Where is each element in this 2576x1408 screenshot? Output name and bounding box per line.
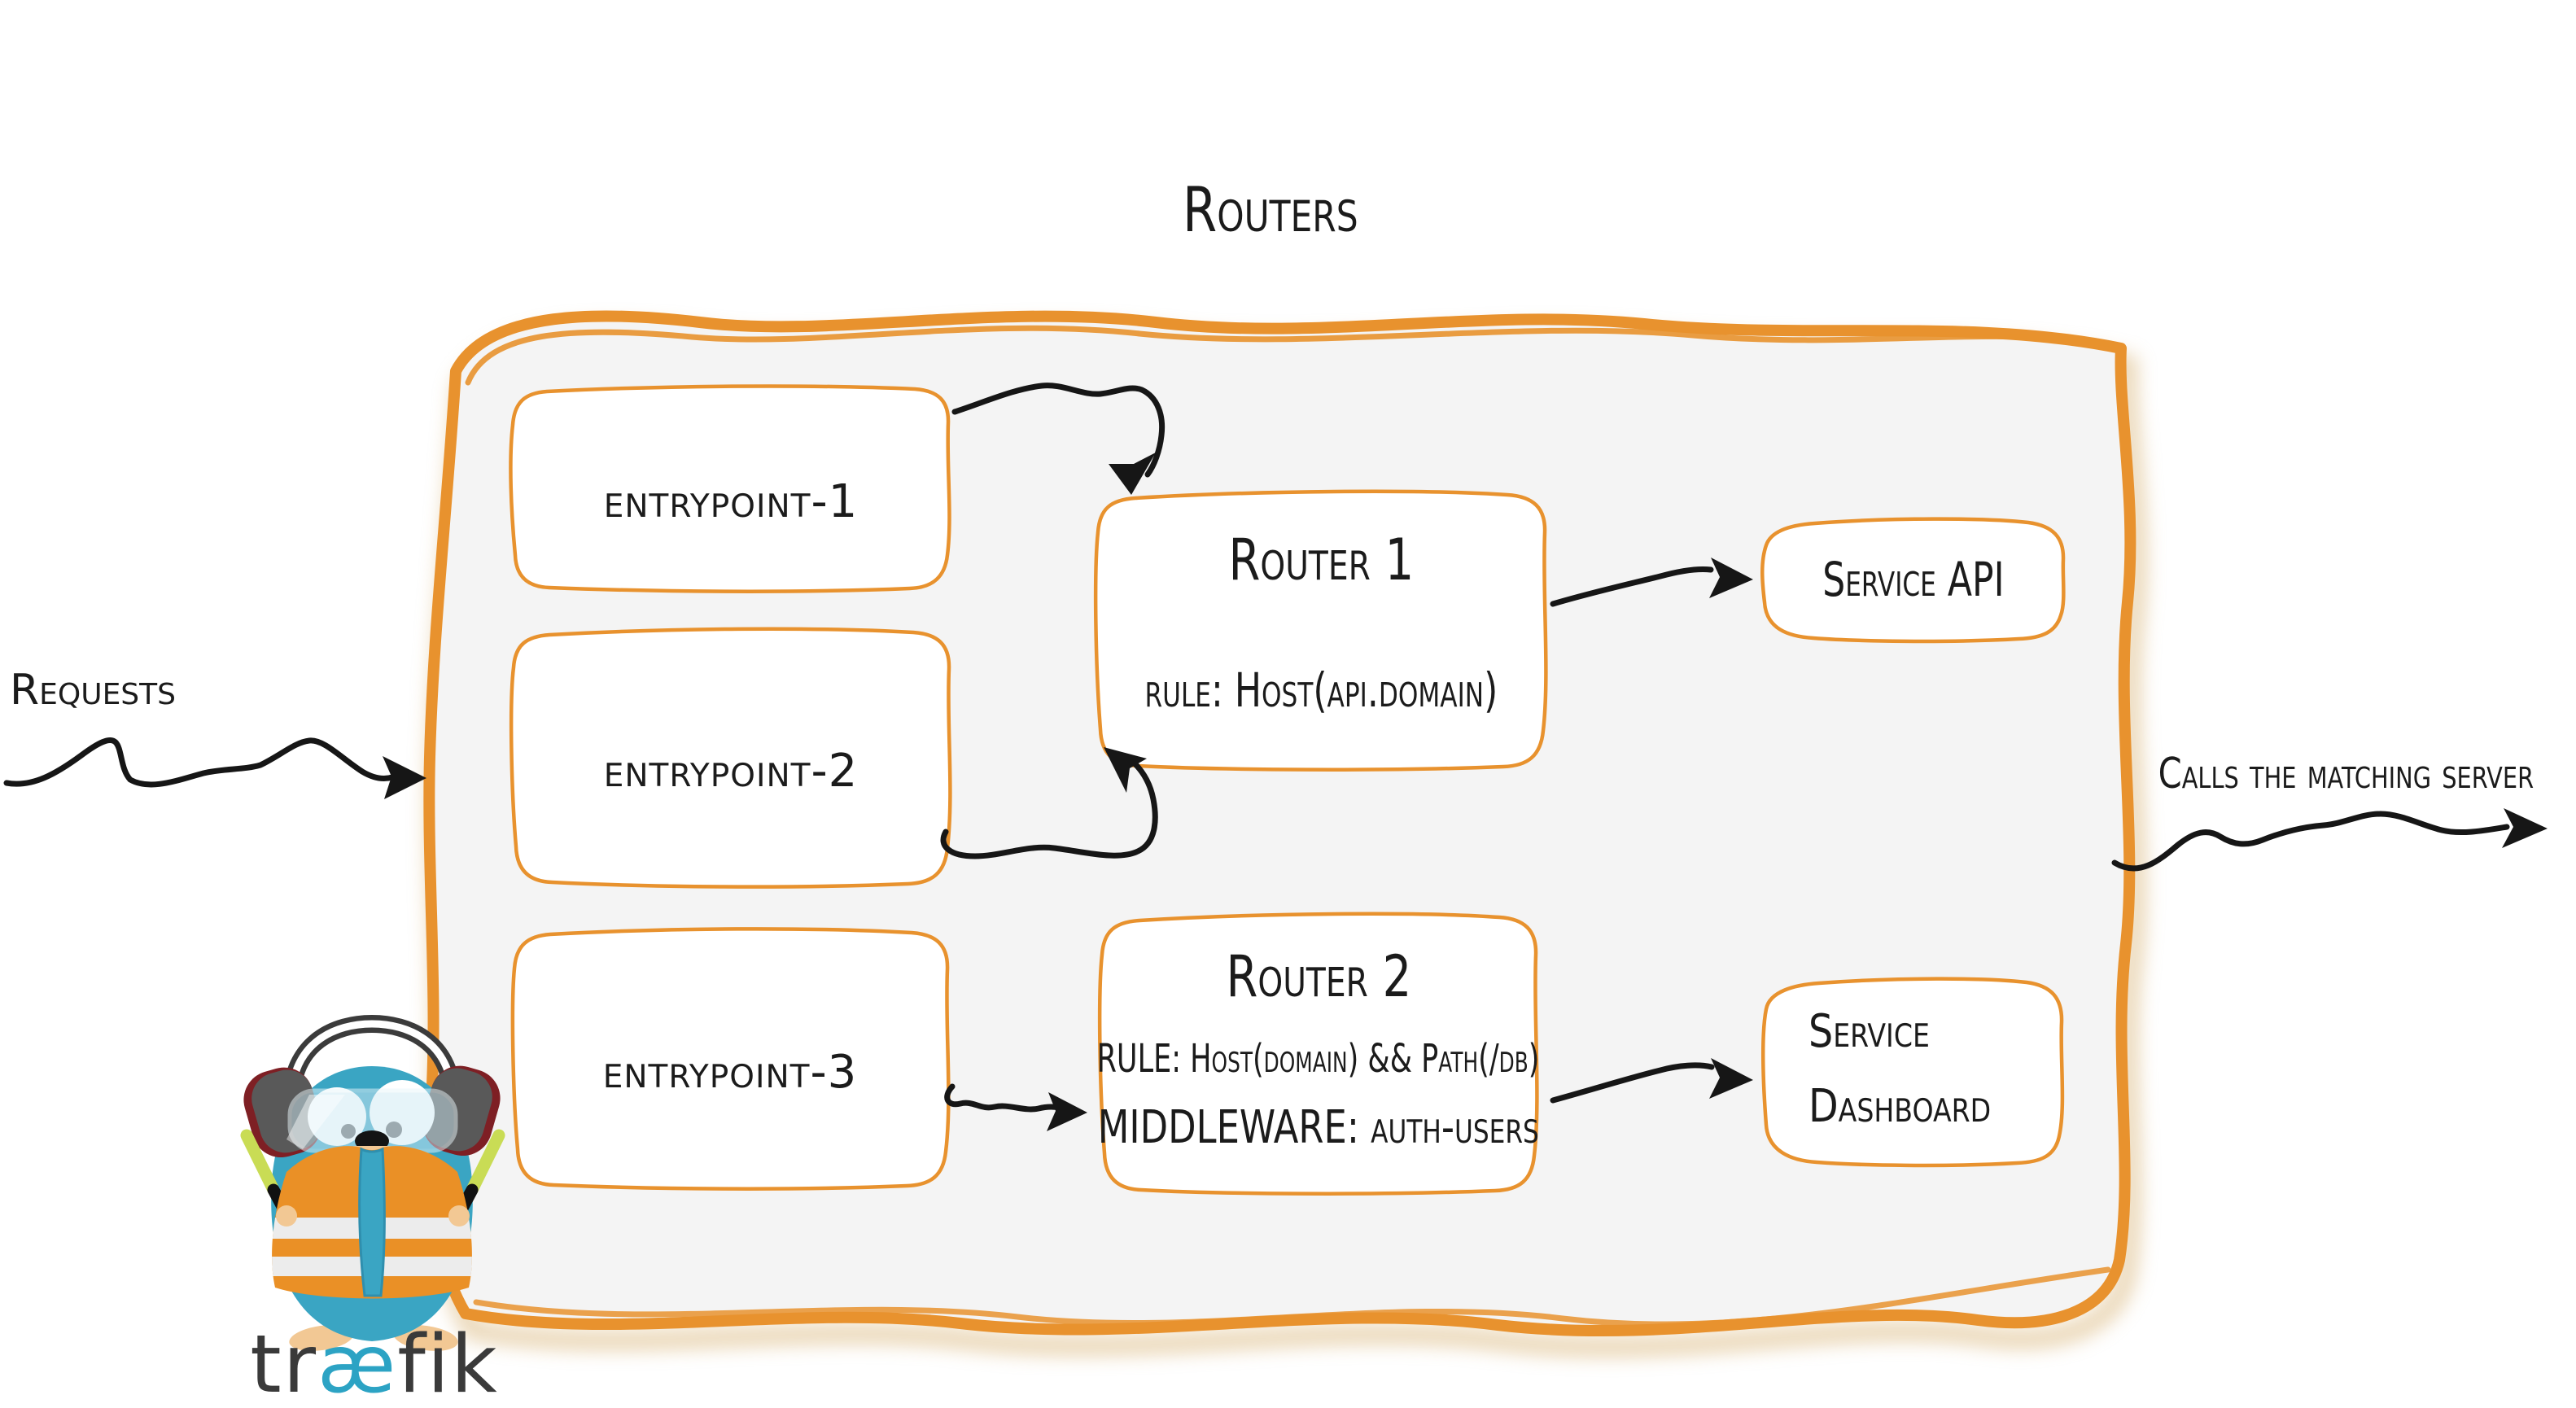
wordmark-fik: fik (397, 1318, 499, 1408)
wordmark-ae: æ (317, 1318, 398, 1408)
service-api-box (1760, 517, 2066, 644)
wordmark-tr: tr (250, 1318, 317, 1408)
service-boxes (1760, 517, 2066, 1168)
service-dashboard-label: Service Dashboard (1808, 1009, 1991, 1130)
entrypoint-1-box (509, 384, 951, 593)
router-2-rule: RULE: Host(domain) && Path(/db) (1097, 1036, 1540, 1082)
arrowhead-ep3 (1047, 1092, 1087, 1131)
gopher-hand-right (448, 1205, 470, 1227)
entrypoint-2-label: entrypoint-2 (603, 744, 859, 798)
entrypoint-2-box (509, 627, 952, 889)
router-1-box (1093, 489, 1548, 772)
entrypoint-3-box (510, 927, 951, 1191)
router-2-title: Router 2 (1226, 943, 1411, 1010)
arrowhead-ep1 (1109, 453, 1156, 495)
arrow-ep1-to-router1 (951, 383, 1166, 478)
entrypoint-boxes (509, 384, 952, 1191)
arrowhead-ep2 (1104, 747, 1147, 793)
arrow-calls (2111, 811, 2510, 872)
gopher-headphone-band-inner (287, 1020, 457, 1100)
arrows (3, 383, 2510, 1113)
service-dashboard-box (1760, 977, 2065, 1168)
arrowheads (383, 453, 2548, 1131)
calls-label: Calls the matching server (2158, 750, 2534, 798)
arrow-router1-to-api (1550, 566, 1714, 607)
arrowhead-api (1709, 558, 1753, 598)
service-api-label: Service API (1822, 552, 2005, 607)
gopher-vest-gap (358, 1147, 386, 1297)
gopher-baton-left (240, 1129, 280, 1196)
entrypoint-3-label: entrypoint-3 (602, 1045, 858, 1099)
router-2-middleware: MIDDLEWARE: auth-users (1097, 1101, 1540, 1154)
page-title: Routers (1183, 173, 1358, 246)
traefik-gopher (240, 1014, 505, 1351)
service-dashboard-line2: Dashboard (1808, 1080, 1992, 1133)
service-dashboard-line1: Service (1808, 1005, 1930, 1058)
router-2-box (1097, 912, 1539, 1196)
container-border-accent-bottom (473, 1266, 2111, 1327)
gopher-hand-left (276, 1205, 297, 1227)
router-1-title: Router 1 (1228, 527, 1414, 593)
arrow-ep2-to-router1 (940, 760, 1158, 859)
entrypoint-1-label: entrypoint-1 (603, 474, 859, 528)
arrowhead-dashboard (1709, 1058, 1753, 1099)
traefik-wordmark: træfik (130, 1325, 619, 1405)
arrow-router2-to-dashboard (1550, 1062, 1715, 1104)
arrowhead-calls (2502, 808, 2548, 848)
requests-label: Requests (10, 666, 177, 715)
arrowhead-requests (383, 756, 426, 799)
gopher-goggles-glare (286, 1095, 345, 1149)
container-border-accent-top (465, 325, 2116, 386)
router-boxes (1093, 489, 1548, 1196)
arrow-ep3-to-router2 (944, 1083, 1063, 1113)
arrow-requests (3, 737, 396, 788)
router-1-rule: rule: Host(api.domain) (1144, 662, 1498, 718)
gopher-baton-right (466, 1129, 505, 1196)
